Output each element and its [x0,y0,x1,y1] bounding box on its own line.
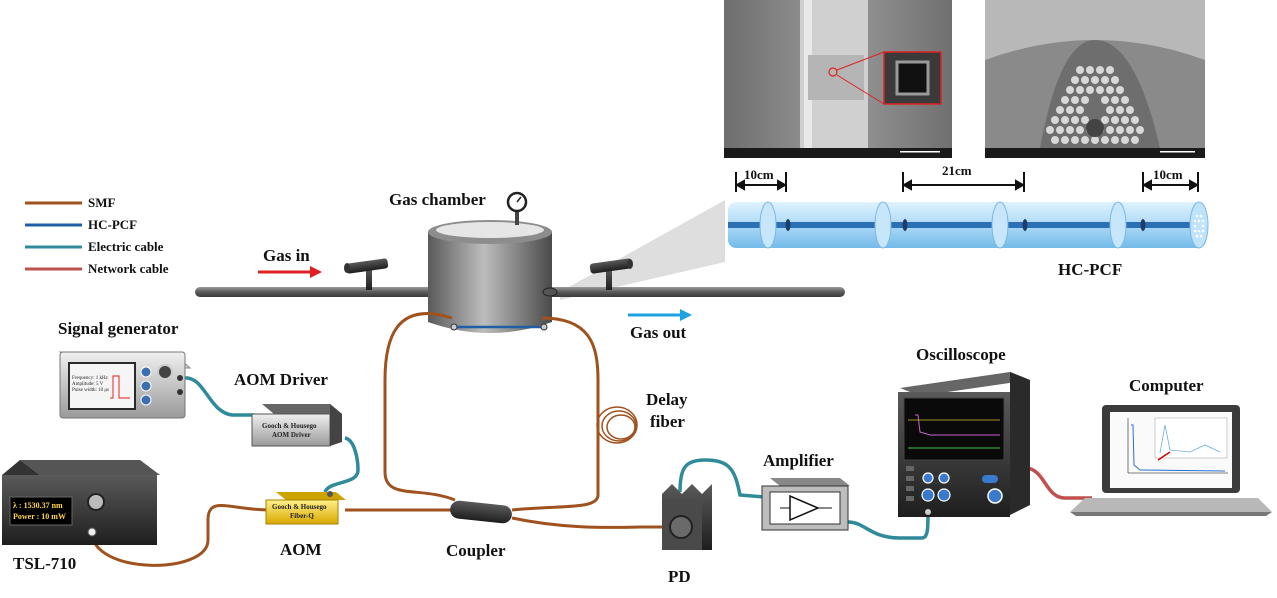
aom-driver-brand: Gooch & Housego [262,422,317,430]
label-gas-out: Gas out [630,323,687,342]
tsl710-laser-device [2,460,160,545]
label-gas-chamber: Gas chamber [389,190,486,209]
dimension-label-seg3: 10cm [1153,167,1183,182]
label-pd: PD [668,567,691,586]
label-gas-in: Gas in [263,246,310,265]
amplifier-device [761,478,850,531]
tsl-power-readout: Power : 10 mW [13,512,66,521]
dimension-markers [734,172,1200,192]
siggen-pulse-width: Pulse width: 10 μs [72,388,109,393]
siggen-amplitude: Amplitude: 5 V [72,382,104,387]
aom-device [265,491,346,525]
label-computer: Computer [1129,376,1204,395]
oscilloscope-device [898,372,1030,517]
label-aom-driver: AOM Driver [234,370,328,389]
label-hcpcf: HC-PCF [1058,260,1123,279]
aom-driver-model: AOM Driver [272,431,311,439]
legend-hcpcf: HC-PCF [88,217,138,232]
label-coupler: Coupler [446,541,506,560]
label-signal-generator: Signal generator [58,319,179,338]
signal-generator-device [58,351,192,419]
legend-swatches [25,201,82,271]
computer-laptop [1070,405,1272,516]
aom-driver-device [251,404,342,447]
label-delay-fiber-line2: fiber [650,412,685,431]
dimension-label-seg1: 10cm [744,167,774,182]
dimension-label-seg2: 21cm [942,163,972,178]
smf-fibers [90,312,662,567]
delay-fiber-coil [596,406,638,444]
coupler-device [450,500,512,524]
label-delay-fiber-line1: Delay [646,390,688,409]
label-amplifier: Amplifier [763,451,834,470]
pd-device [662,484,712,550]
gas-out-arrow [628,309,692,321]
valve-right [589,258,633,290]
aom-brand: Gooch & Housego [272,503,327,511]
electric-cables [182,376,930,540]
zoom-projection [560,200,725,300]
tsl-wavelength-readout: λ : 1530.37 nm [13,501,63,510]
network-cable [1024,466,1092,500]
sem-image-fiber-cross-section [985,0,1205,158]
gas-chamber-body [428,191,558,333]
label-tsl710: TSL-710 [13,554,77,573]
legend-electric-cable: Electric cable [88,239,164,254]
label-aom: AOM [280,540,322,559]
hcpcf-zoom-fiber [728,201,1209,249]
valve-left [344,258,389,290]
gas-in-arrow [258,266,322,278]
legend-smf: SMF [88,195,116,210]
legend-network-cable: Network cable [88,261,169,276]
siggen-frequency: Frequency: 1 kHz [72,376,108,381]
label-oscilloscope: Oscilloscope [916,345,1006,364]
aom-model: Fiber-Q [290,512,314,520]
sem-image-fiber-side [724,0,952,158]
